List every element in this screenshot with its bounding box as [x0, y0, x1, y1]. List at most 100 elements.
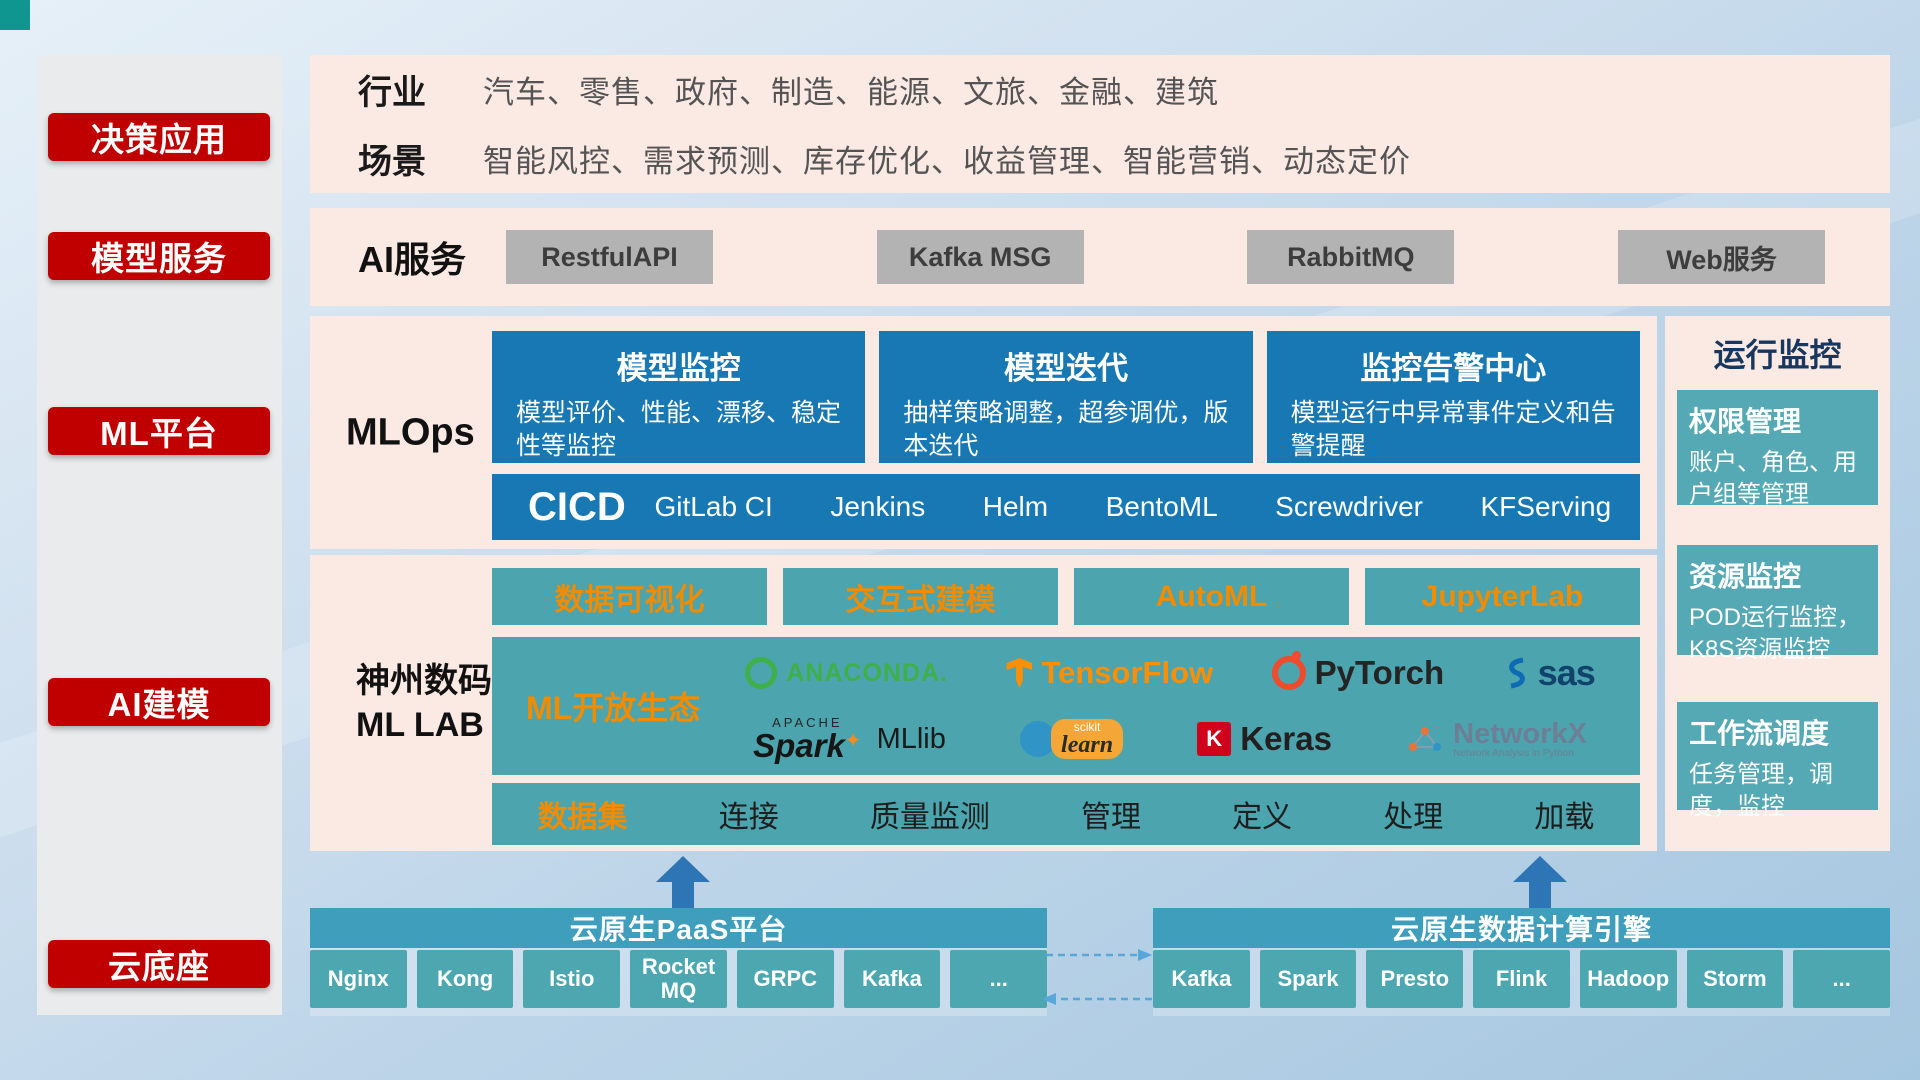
- paas-chips: Nginx Kong Istio RocketMQ GRPC Kafka ...: [310, 950, 1048, 1008]
- model-monitor-card: 模型监控 模型评价、性能、漂移、稳定性等监控: [492, 331, 866, 463]
- cicd-items: GitLab CI Jenkins Helm BentoML Screwdriv…: [626, 491, 1640, 523]
- card-desc: 账户、角色、用户组等管理: [1689, 449, 1857, 508]
- resource-monitor-card: 资源监控 POD运行监控，K8S资源监控: [1677, 545, 1878, 663]
- mlops-panel: MLOps 模型监控 模型评价、性能、漂移、稳定性等监控 模型迭代 抽样策略调整…: [310, 316, 1657, 549]
- chip-spark: Spark: [1259, 950, 1357, 1008]
- ml-ecosystem-box: ML开放生态 ANACONDA. TensorFlow PyTorch: [492, 637, 1640, 775]
- chip-more: ...: [950, 950, 1048, 1008]
- cicd-bar: CICD GitLab CI Jenkins Helm BentoML Scre…: [492, 474, 1640, 540]
- card-desc: 模型运行中异常事件定义和告警提醒: [1290, 399, 1616, 460]
- cicd-gitlab: GitLab CI: [654, 491, 773, 522]
- networkx-icon: [1409, 727, 1442, 751]
- pytorch-logo: PyTorch: [1271, 651, 1445, 692]
- apache-label: APACHE: [772, 715, 843, 730]
- service-web: Web服务: [1617, 230, 1825, 284]
- scikit-circle-icon: [1020, 721, 1057, 757]
- dataset-define: 定义: [1232, 801, 1293, 834]
- runtime-monitor-title: 运行监控: [1713, 337, 1842, 373]
- mllab-label: 神州数码 ML LAB: [356, 659, 492, 747]
- ml-ecosystem-label: ML开放生态: [526, 690, 701, 726]
- permission-card: 权限管理 账户、角色、用户组等管理: [1677, 390, 1878, 508]
- cicd-title: CICD: [528, 484, 626, 529]
- chip-grpc: GRPC: [736, 950, 834, 1008]
- mllab-panel: 神州数码 ML LAB 数据可视化 交互式建模 AutoML JupyterLa…: [310, 555, 1657, 851]
- dataset-connect: 连接: [718, 801, 779, 834]
- chip-kong: Kong: [416, 950, 514, 1008]
- logo-row-1: ANACONDA. TensorFlow PyTorch sa: [716, 642, 1624, 704]
- card-desc: 抽样策略调整，超参调优，版本迭代: [903, 399, 1229, 460]
- industry-label: 行业: [358, 74, 426, 112]
- chip-istio: Istio: [523, 950, 621, 1008]
- networkx-label: NetworkX: [1453, 717, 1587, 750]
- scene-list: 智能风控、需求预测、库存优化、收益管理、智能营销、动态定价: [483, 144, 1411, 179]
- sas-logo: sas: [1503, 652, 1596, 694]
- pytorch-label: PyTorch: [1314, 654, 1445, 691]
- card-title: 工作流调度: [1689, 718, 1830, 749]
- card-desc: 任务管理，调度，监控: [1689, 761, 1833, 820]
- card-title: 资源监控: [1689, 561, 1802, 592]
- tool-automl: AutoML: [1074, 568, 1349, 625]
- chip-rocketmq: RocketMQ: [630, 950, 727, 1008]
- dataset-manage: 管理: [1080, 801, 1141, 834]
- cicd-kfserving: KFServing: [1480, 491, 1612, 522]
- scikit-learn-wordmark: scikit learn: [1051, 719, 1124, 759]
- chip-hadoop: Hadoop: [1579, 950, 1677, 1008]
- networkx-subtitle: Network Analysis in Python: [1453, 747, 1574, 759]
- tool-jupyterlab: JupyterLab: [1365, 568, 1640, 625]
- sidebar-item-decision-app: 决策应用: [48, 113, 270, 161]
- engine-chips: Kafka Spark Presto Flink Hadoop Storm ..…: [1153, 950, 1891, 1008]
- tool-data-visualization: 数据可视化: [492, 568, 767, 625]
- sidebar-item-model-service: 模型服务: [48, 232, 270, 280]
- chip-flink: Flink: [1473, 950, 1570, 1008]
- sas-label: sas: [1537, 652, 1596, 693]
- chip-more: ...: [1793, 950, 1891, 1008]
- dataset-pipeline-row: 数据集 连接 质量监测 管理 定义 处理 加载: [492, 783, 1640, 845]
- mlops-cards: 模型监控 模型评价、性能、漂移、稳定性等监控 模型迭代 抽样策略调整，超参调优，…: [492, 331, 1640, 463]
- layer-sidebar: 决策应用 模型服务 ML平台 AI建模 云底座: [37, 55, 282, 1015]
- mllab-tools-row: 数据可视化 交互式建模 AutoML JupyterLab: [492, 568, 1640, 625]
- logo-row-2: APACHE Spark✦ MLlib scikit learn K: [716, 708, 1624, 770]
- mllab-label-line2: ML LAB: [356, 706, 484, 744]
- spark-label: Spark✦: [753, 727, 862, 764]
- learn-label: learn: [1061, 732, 1114, 758]
- corner-accent: [0, 0, 30, 30]
- industry-scene-panel: 行业 汽车、零售、政府、制造、能源、文旅、金融、建筑 场景 智能风控、需求预测、…: [310, 55, 1890, 193]
- anaconda-icon: [745, 657, 778, 689]
- keras-icon: K: [1197, 722, 1232, 756]
- sidebar-item-ai-modeling: AI建模: [48, 678, 270, 726]
- sidebar-item-cloud-base: 云底座: [48, 940, 270, 988]
- runtime-monitor-panel: 运行监控 权限管理 账户、角色、用户组等管理 资源监控 POD运行监控，K8S资…: [1665, 316, 1890, 851]
- sas-swoosh-icon: [1508, 657, 1525, 689]
- mlops-label: MLOps: [346, 411, 475, 453]
- spark-star-icon: ✦: [844, 730, 862, 752]
- tool-interactive-modeling: 交互式建模: [783, 568, 1058, 625]
- scikit-label: scikit: [1073, 720, 1101, 734]
- tensorflow-label: TensorFlow: [1041, 655, 1214, 690]
- pytorch-icon: [1271, 651, 1306, 690]
- chip-kafka: Kafka: [1153, 950, 1250, 1008]
- model-iteration-card: 模型迭代 抽样策略调整，超参调优，版本迭代: [879, 331, 1253, 463]
- tensorflow-logo: TensorFlow: [1006, 655, 1213, 691]
- anaconda-label: ANACONDA.: [786, 658, 949, 687]
- paas-platform-bar: 云原生PaaS平台: [310, 908, 1047, 948]
- ai-service-panel: AI服务 RestfulAPI Kafka MSG RabbitMQ Web服务: [310, 208, 1890, 306]
- keras-label: Keras: [1240, 720, 1332, 757]
- tensorflow-icon: [1006, 658, 1033, 688]
- mllib-label: MLlib: [876, 722, 946, 755]
- service-restfulapi: RestfulAPI: [506, 230, 713, 284]
- cicd-screwdriver: Screwdriver: [1275, 491, 1423, 522]
- cicd-bentoml: BentoML: [1105, 491, 1218, 522]
- keras-logo: K Keras: [1197, 720, 1332, 758]
- chip-kafka: Kafka: [843, 950, 941, 1008]
- dataset-label: 数据集: [537, 801, 628, 834]
- card-title: 模型监控: [616, 351, 741, 386]
- industry-row: 行业 汽车、零售、政府、制造、能源、文旅、金融、建筑: [310, 55, 1890, 124]
- mllab-label-line1: 神州数码: [356, 661, 492, 700]
- up-arrow-icon: [1513, 856, 1567, 908]
- scikit-learn-logo: scikit learn: [1020, 719, 1124, 759]
- spark-mllib-logo: APACHE Spark✦ MLlib: [753, 716, 946, 762]
- scene-row: 场景 智能风控、需求预测、库存优化、收益管理、智能营销、动态定价: [310, 124, 1890, 193]
- cicd-helm: Helm: [982, 491, 1049, 522]
- scene-label: 场景: [358, 143, 426, 181]
